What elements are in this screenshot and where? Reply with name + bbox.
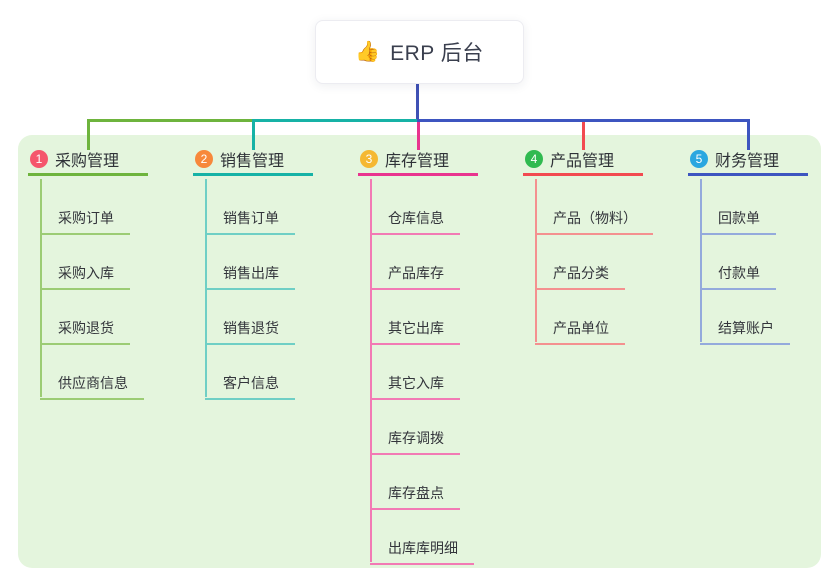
branch-2-child-3[interactable]: 销售退货 bbox=[205, 312, 295, 345]
branch-5-drop-line bbox=[747, 119, 750, 150]
bus-segment-middle bbox=[252, 119, 417, 122]
branch-3-spine-line bbox=[370, 179, 372, 562]
branch-3-child-6[interactable]: 库存盘点 bbox=[370, 477, 460, 510]
branch-header-1[interactable]: 1 采购管理 bbox=[28, 144, 148, 176]
bus-segment-left bbox=[87, 119, 252, 122]
root-connector-line bbox=[416, 82, 419, 119]
branch-2-child-2[interactable]: 销售出库 bbox=[205, 257, 295, 290]
branch-4-child-3[interactable]: 产品单位 bbox=[535, 312, 625, 345]
branch-3-child-5[interactable]: 库存调拨 bbox=[370, 422, 460, 455]
root-node-title: ERP 后台 bbox=[390, 42, 484, 65]
branch-title-5: 财务管理 bbox=[715, 152, 780, 170]
branch-title-1: 采购管理 bbox=[55, 152, 120, 170]
branch-4-child-2[interactable]: 产品分类 bbox=[535, 257, 625, 290]
bus-segment-right bbox=[417, 119, 750, 122]
branch-1-child-2[interactable]: 采购入库 bbox=[40, 257, 130, 290]
branch-3-child-2[interactable]: 产品库存 bbox=[370, 257, 460, 290]
branch-title-4: 产品管理 bbox=[550, 152, 615, 170]
branches-panel bbox=[18, 135, 821, 568]
root-node[interactable]: 👍 ERP 后台 bbox=[315, 20, 524, 84]
branch-number-badge-3: 3 bbox=[360, 149, 378, 168]
thumbs-up-icon: 👍 bbox=[355, 41, 381, 63]
branch-1-child-3[interactable]: 采购退货 bbox=[40, 312, 130, 345]
branch-3-child-3[interactable]: 其它出库 bbox=[370, 312, 460, 345]
branch-number-badge-5: 5 bbox=[690, 149, 708, 168]
branch-5-child-1[interactable]: 回款单 bbox=[700, 202, 776, 235]
branch-3-child-7[interactable]: 出库库明细 bbox=[370, 532, 474, 565]
branch-5-child-2[interactable]: 付款单 bbox=[700, 257, 776, 290]
branch-2-child-1[interactable]: 销售订单 bbox=[205, 202, 295, 235]
branch-number-badge-4: 4 bbox=[525, 149, 543, 168]
branch-title-2: 销售管理 bbox=[220, 152, 285, 170]
branch-1-child-4[interactable]: 供应商信息 bbox=[40, 367, 144, 400]
branch-4-spine-line bbox=[535, 179, 537, 342]
branch-header-3[interactable]: 3 库存管理 bbox=[358, 144, 478, 176]
branch-1-drop-line bbox=[87, 119, 90, 150]
branch-header-4[interactable]: 4 产品管理 bbox=[523, 144, 643, 176]
branch-3-child-1[interactable]: 仓库信息 bbox=[370, 202, 460, 235]
branch-2-child-4[interactable]: 客户信息 bbox=[205, 367, 295, 400]
branch-2-drop-line bbox=[252, 119, 255, 150]
branch-header-5[interactable]: 5 财务管理 bbox=[688, 144, 808, 176]
branch-3-child-4[interactable]: 其它入库 bbox=[370, 367, 460, 400]
branch-number-badge-1: 1 bbox=[30, 149, 48, 168]
branch-5-child-3[interactable]: 结算账户 bbox=[700, 312, 790, 345]
branch-5-spine-line bbox=[700, 179, 702, 342]
branch-3-drop-line bbox=[417, 119, 420, 150]
branch-1-child-1[interactable]: 采购订单 bbox=[40, 202, 130, 235]
branch-number-badge-2: 2 bbox=[195, 149, 213, 168]
branch-title-3: 库存管理 bbox=[385, 152, 450, 170]
branch-header-2[interactable]: 2 销售管理 bbox=[193, 144, 313, 176]
branch-4-drop-line bbox=[582, 119, 585, 150]
branch-4-child-1[interactable]: 产品（物料） bbox=[535, 202, 653, 235]
